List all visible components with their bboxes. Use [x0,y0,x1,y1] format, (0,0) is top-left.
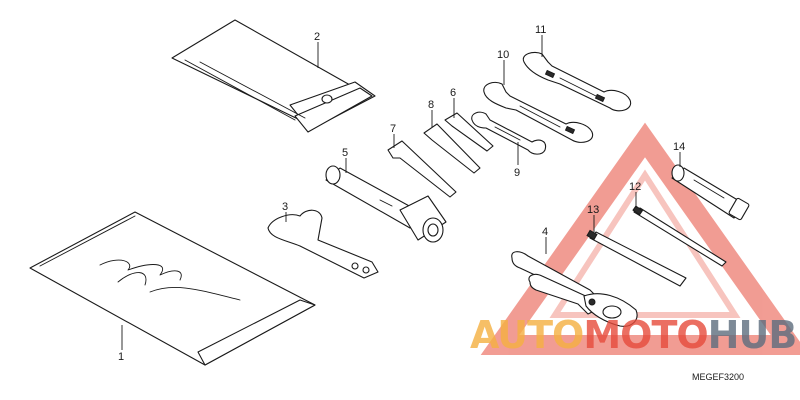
part-13-screwdriver-grip [586,229,687,287]
part-4-pliers [511,251,638,327]
watermark-part-3: HUB [708,313,797,357]
callout-10: 10 [497,49,509,61]
callout-3: 3 [282,201,288,213]
diagram-code: MEGEF3200 [692,372,744,382]
part-5-socket-wrench [325,165,447,243]
part-14-screwdriver-handle [671,164,750,221]
part-10-open-end-wrench [483,81,594,143]
svg-text:AUTOMOTOHUB: AUTOMOTOHUB [470,313,796,357]
part-2-tool-bag [171,19,376,133]
part-9-small-wrench [471,111,547,155]
watermark-part-2: MOTO [583,313,707,357]
part-11-open-end-wrench [522,51,632,112]
callout-5: 5 [342,147,348,159]
callout-8: 8 [428,99,434,111]
part-8-hex-key [423,123,481,174]
part-6-hex-key [444,112,494,152]
part-1-owners-manual [29,211,316,366]
part-12-screwdriver-shaft [632,205,727,267]
callout-2: 2 [314,31,320,43]
callouts: 1 2 3 4 5 6 7 8 9 10 11 12 13 14 [118,24,685,363]
watermark-logo: AUTOMOTOHUB [470,313,797,357]
callout-11: 11 [535,24,546,36]
part-3-pin-spanner [267,209,379,279]
leader-lines [121,35,681,350]
callout-7: 7 [390,123,396,135]
callout-12: 12 [629,181,641,193]
part-7-hex-key [387,140,457,198]
callout-9: 9 [514,167,520,179]
callout-6: 6 [450,87,456,99]
watermark-part-1: AUTO [470,313,583,357]
callout-4: 4 [542,226,548,238]
callout-1: 1 [118,351,124,363]
callout-13: 13 [587,204,599,216]
callout-14: 14 [673,141,685,153]
